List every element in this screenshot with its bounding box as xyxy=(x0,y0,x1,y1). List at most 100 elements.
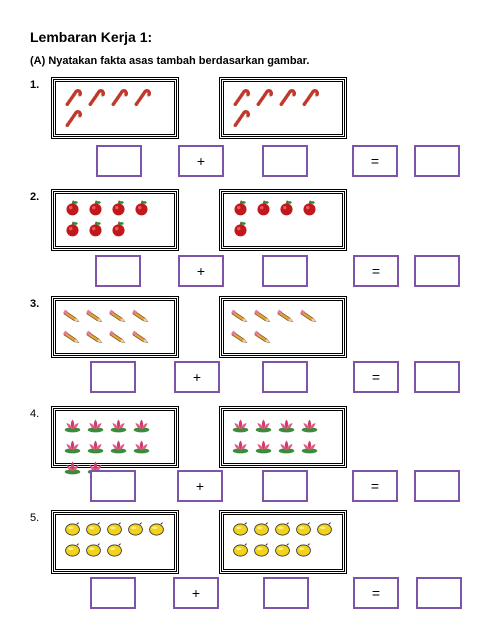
pencil-icon xyxy=(85,330,102,343)
lotus-flower-icon xyxy=(64,461,81,475)
lotus-flower-icon xyxy=(110,419,127,433)
lemon-icon xyxy=(149,522,164,536)
lotus-flower-icon xyxy=(133,440,150,454)
equals-sign-box: = xyxy=(352,145,398,177)
pencil-icon xyxy=(108,309,125,322)
lemon-icon xyxy=(107,522,122,536)
question-5-right-picture xyxy=(219,510,347,574)
equals-sign-box: = xyxy=(352,470,398,502)
question-3-answer-box-2[interactable] xyxy=(262,361,308,393)
candy-cane-icon xyxy=(233,89,251,106)
question-5-answer-box-1[interactable] xyxy=(90,577,136,609)
lemon-icon xyxy=(65,522,80,536)
pencil-icon xyxy=(131,309,148,322)
question-5-answer-box-sum[interactable] xyxy=(416,577,462,609)
question-3-number: 3. xyxy=(30,298,40,310)
lemon-icon xyxy=(317,522,332,536)
lemon-icon xyxy=(65,543,80,557)
question-4-answer-box-1[interactable] xyxy=(90,470,136,502)
lotus-flower-icon xyxy=(255,440,272,454)
candy-cane-icon xyxy=(111,89,129,106)
lotus-flower-icon xyxy=(87,419,104,433)
candy-cane-icon xyxy=(88,89,106,106)
lotus-flower-icon xyxy=(87,440,104,454)
question-2-number: 2. xyxy=(30,191,40,203)
question-5-number: 5. xyxy=(30,512,40,524)
apple-icon xyxy=(88,200,103,217)
question-1-left-picture xyxy=(51,77,179,139)
candy-cane-icon xyxy=(65,89,83,106)
apple-icon xyxy=(302,200,317,217)
pencil-icon xyxy=(230,309,247,322)
pencil-icon xyxy=(62,330,79,343)
question-2-answer-box-2[interactable] xyxy=(262,255,308,287)
plus-sign-box: + xyxy=(178,145,224,177)
lotus-flower-icon xyxy=(255,419,272,433)
lemon-icon xyxy=(128,522,143,536)
instruction-text: (A) Nyatakan fakta asas tambah berdasark… xyxy=(30,55,310,67)
lemon-icon xyxy=(254,543,269,557)
lemon-icon xyxy=(296,543,311,557)
question-3-right-picture xyxy=(219,296,347,358)
apple-icon xyxy=(111,221,126,238)
question-2-answer-box-1[interactable] xyxy=(95,255,141,287)
apple-icon xyxy=(65,221,80,238)
lemon-icon xyxy=(233,522,248,536)
lotus-flower-icon xyxy=(301,440,318,454)
question-1-answer-box-sum[interactable] xyxy=(414,145,460,177)
question-2-right-picture xyxy=(219,189,347,251)
candy-cane-icon xyxy=(65,110,83,127)
apple-icon xyxy=(65,200,80,217)
candy-cane-icon xyxy=(134,89,152,106)
pencil-icon xyxy=(62,309,79,322)
lemon-icon xyxy=(275,522,290,536)
apple-icon xyxy=(256,200,271,217)
equals-sign-box: = xyxy=(353,255,399,287)
lotus-flower-icon xyxy=(133,419,150,433)
lemon-icon xyxy=(86,543,101,557)
question-4-left-picture xyxy=(51,406,179,475)
apple-icon xyxy=(111,200,126,217)
candy-cane-icon xyxy=(256,89,274,106)
apple-icon xyxy=(88,221,103,238)
apple-icon xyxy=(134,200,149,217)
lemon-icon xyxy=(233,543,248,557)
lemon-icon xyxy=(86,522,101,536)
question-3-answer-box-sum[interactable] xyxy=(414,361,460,393)
pencil-icon xyxy=(299,309,316,322)
lotus-flower-icon xyxy=(64,440,81,454)
question-4-answer-box-sum[interactable] xyxy=(414,470,460,502)
question-1-answer-box-2[interactable] xyxy=(262,145,308,177)
apple-icon xyxy=(233,221,248,238)
equals-sign-box: = xyxy=(353,577,399,609)
pencil-icon xyxy=(108,330,125,343)
candy-cane-icon xyxy=(233,110,251,127)
candy-cane-icon xyxy=(302,89,320,106)
lotus-flower-icon xyxy=(110,440,127,454)
plus-sign-box: + xyxy=(173,577,219,609)
question-5-left-picture xyxy=(51,510,179,574)
lotus-flower-icon xyxy=(278,419,295,433)
plus-sign-box: + xyxy=(174,361,220,393)
question-2-answer-box-sum[interactable] xyxy=(414,255,460,287)
pencil-icon xyxy=(253,309,270,322)
pencil-icon xyxy=(230,330,247,343)
question-2-left-picture xyxy=(51,189,179,251)
pencil-icon xyxy=(253,330,270,343)
lemon-icon xyxy=(275,543,290,557)
lotus-flower-icon xyxy=(232,419,249,433)
question-1-right-picture xyxy=(219,77,347,139)
lotus-flower-icon xyxy=(301,419,318,433)
worksheet-title: Lembaran Kerja 1: xyxy=(30,29,153,45)
question-1-number: 1. xyxy=(30,79,40,91)
pencil-icon xyxy=(85,309,102,322)
lotus-flower-icon xyxy=(278,440,295,454)
question-1-answer-box-1[interactable] xyxy=(96,145,142,177)
lemon-icon xyxy=(107,543,122,557)
question-3-answer-box-1[interactable] xyxy=(90,361,136,393)
question-5-answer-box-2[interactable] xyxy=(263,577,309,609)
apple-icon xyxy=(279,200,294,217)
question-4-number: 4. xyxy=(30,408,40,420)
lotus-flower-icon xyxy=(232,440,249,454)
question-4-answer-box-2[interactable] xyxy=(262,470,308,502)
